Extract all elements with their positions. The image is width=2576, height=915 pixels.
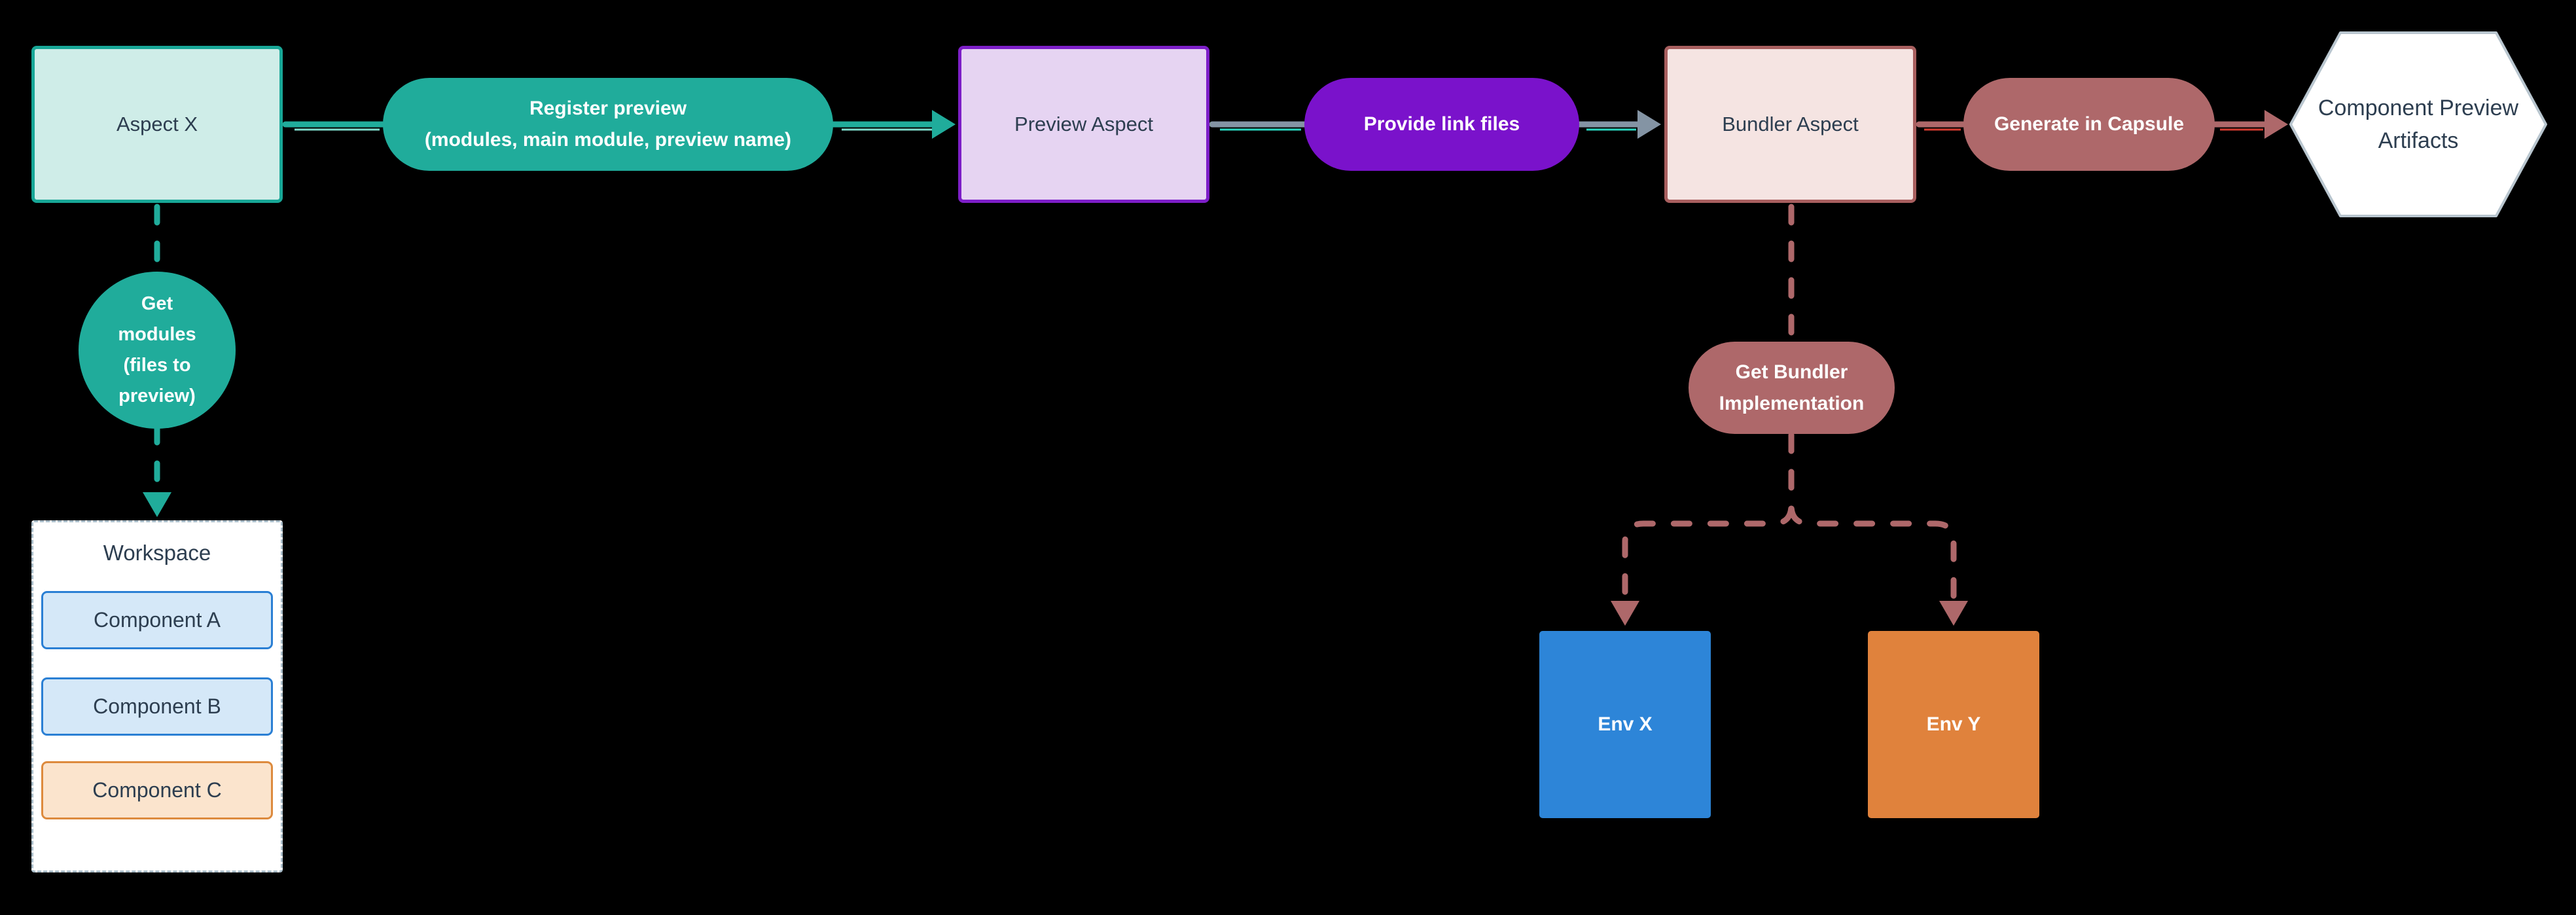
workspace-container: Workspace Component A Component B Compon… bbox=[31, 520, 283, 872]
node-get-modules: Get modules (files to preview) bbox=[79, 272, 236, 429]
env-x-label: Env X bbox=[1598, 713, 1653, 735]
node-register-preview-label-line1: Register preview bbox=[529, 98, 687, 119]
edge-getbundler-envx-dashed bbox=[1622, 432, 1795, 601]
arrowhead-into-artifacts bbox=[2264, 110, 2288, 139]
artifacts-label-line2: Artifacts bbox=[2378, 128, 2459, 153]
node-provide-link-files-label: Provide link files bbox=[1363, 113, 1520, 135]
node-component-preview-artifacts-shape bbox=[2289, 31, 2547, 217]
get-bundler-label-line1: Get Bundler bbox=[1735, 361, 1848, 383]
node-aspect-x: Aspect X bbox=[31, 46, 283, 203]
node-generate-in-capsule: Generate in Capsule bbox=[1963, 78, 2215, 171]
node-generate-in-capsule-label: Generate in Capsule bbox=[1994, 113, 2185, 135]
arrowhead-into-workspace bbox=[143, 492, 171, 517]
node-component-c: Component C bbox=[41, 761, 273, 819]
node-register-preview-label-line2: (modules, main module, preview name) bbox=[424, 129, 792, 151]
node-preview-aspect: Preview Aspect bbox=[958, 46, 1209, 203]
get-bundler-label-line2: Implementation bbox=[1719, 392, 1865, 414]
node-register-preview: Register preview (modules, main module, … bbox=[383, 78, 833, 171]
get-modules-label-line4: preview) bbox=[118, 386, 196, 406]
arrowhead-into-bundler-aspect bbox=[1637, 110, 1661, 139]
node-component-preview-artifacts-label: Component Preview Artifacts bbox=[2304, 65, 2533, 183]
node-aspect-x-label: Aspect X bbox=[116, 113, 198, 135]
node-preview-aspect-label: Preview Aspect bbox=[1014, 113, 1153, 135]
node-env-x: Env X bbox=[1539, 631, 1711, 818]
get-modules-label-line2: modules bbox=[118, 324, 196, 345]
arrowhead-into-envx bbox=[1611, 601, 1639, 626]
component-c-label: Component C bbox=[92, 778, 222, 802]
component-a-label: Component A bbox=[94, 608, 221, 632]
node-get-bundler-implementation: Get Bundler Implementation bbox=[1689, 342, 1895, 434]
node-env-y: Env Y bbox=[1868, 631, 2039, 818]
node-provide-link-files: Provide link files bbox=[1304, 78, 1579, 171]
component-b-label: Component B bbox=[93, 694, 221, 718]
arrowhead-into-preview-aspect bbox=[932, 110, 956, 139]
arrowhead-into-envy bbox=[1939, 601, 1968, 626]
node-bundler-aspect-label: Bundler Aspect bbox=[1722, 113, 1859, 135]
node-bundler-aspect: Bundler Aspect bbox=[1664, 46, 1916, 203]
get-modules-label-line1: Get bbox=[141, 293, 173, 314]
get-modules-label-line3: (files to bbox=[123, 355, 191, 376]
node-component-a: Component A bbox=[41, 591, 273, 649]
env-y-label: Env Y bbox=[1926, 713, 1981, 735]
edge-getbundler-envy-dashed bbox=[1788, 432, 1957, 601]
workspace-title: Workspace bbox=[103, 541, 211, 565]
artifacts-label-line1: Component Preview bbox=[2317, 96, 2519, 120]
node-component-b: Component B bbox=[41, 677, 273, 736]
